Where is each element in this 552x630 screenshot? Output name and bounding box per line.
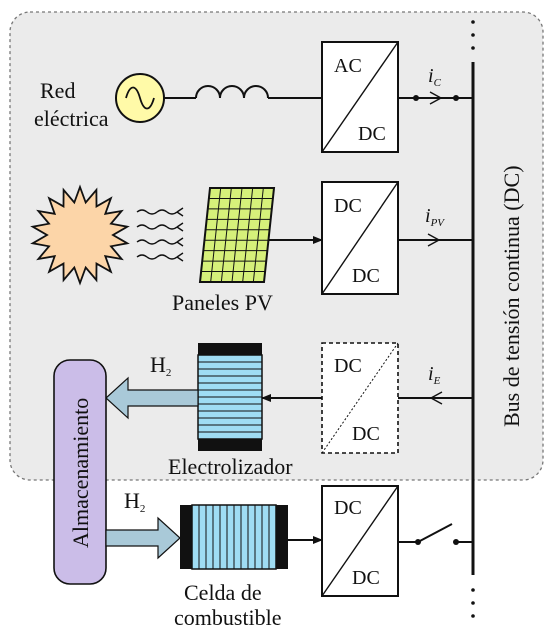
bus-label: Bus de tensión continua (DC) bbox=[499, 165, 524, 427]
ac-source-icon bbox=[115, 73, 165, 123]
grid-label-line2: eléctrica bbox=[34, 106, 109, 131]
sunlight-rays-icon bbox=[136, 207, 184, 262]
grid-label-line1: Red bbox=[40, 78, 75, 103]
svg-text:DC: DC bbox=[352, 265, 380, 287]
fuel-cell-h2-label: H2 bbox=[124, 488, 145, 515]
electrolyzer-label: Electrolizador bbox=[168, 454, 293, 479]
svg-text:AC: AC bbox=[334, 55, 362, 77]
svg-text:DC: DC bbox=[352, 567, 380, 589]
electrolyzer-dc-dc-converter: DC DC bbox=[321, 342, 399, 454]
fuel-cell-label-line2: combustible bbox=[174, 605, 282, 630]
electrolyzer-stack-icon bbox=[197, 343, 263, 451]
switch-icon bbox=[398, 523, 473, 545]
pv-dc-dc-converter: DC DC bbox=[321, 181, 399, 295]
h2-flow-to-fuel-cell-arrow bbox=[105, 516, 181, 560]
pv-current-label: iPV bbox=[425, 205, 445, 229]
fuel-cell-stack-icon bbox=[180, 504, 288, 570]
fuel-cell-dc-dc-converter: DC DC bbox=[321, 485, 399, 597]
sun-icon bbox=[30, 184, 130, 286]
storage-tank bbox=[53, 359, 107, 585]
pv-panel-icon bbox=[198, 187, 276, 283]
storage-label: Almacenamiento bbox=[68, 398, 93, 548]
ac-dc-converter: AC DC bbox=[321, 41, 399, 153]
dc-bus bbox=[471, 20, 475, 618]
grid-current-label: iC bbox=[428, 65, 442, 89]
inductor-icon bbox=[195, 85, 269, 99]
svg-text:DC: DC bbox=[334, 355, 362, 377]
svg-text:DC: DC bbox=[334, 195, 362, 217]
electrolyzer-current-label: iE bbox=[428, 363, 441, 387]
fuel-cell-label-line1: Celda de bbox=[184, 580, 262, 605]
svg-text:DC: DC bbox=[334, 497, 362, 519]
svg-text:DC: DC bbox=[358, 123, 386, 145]
svg-text:DC: DC bbox=[352, 423, 380, 445]
electrolyzer-h2-label: H2 bbox=[150, 352, 171, 379]
pv-label: Paneles PV bbox=[172, 290, 273, 315]
h2-flow-to-storage-arrow bbox=[105, 376, 199, 420]
grouped-region bbox=[9, 11, 544, 481]
